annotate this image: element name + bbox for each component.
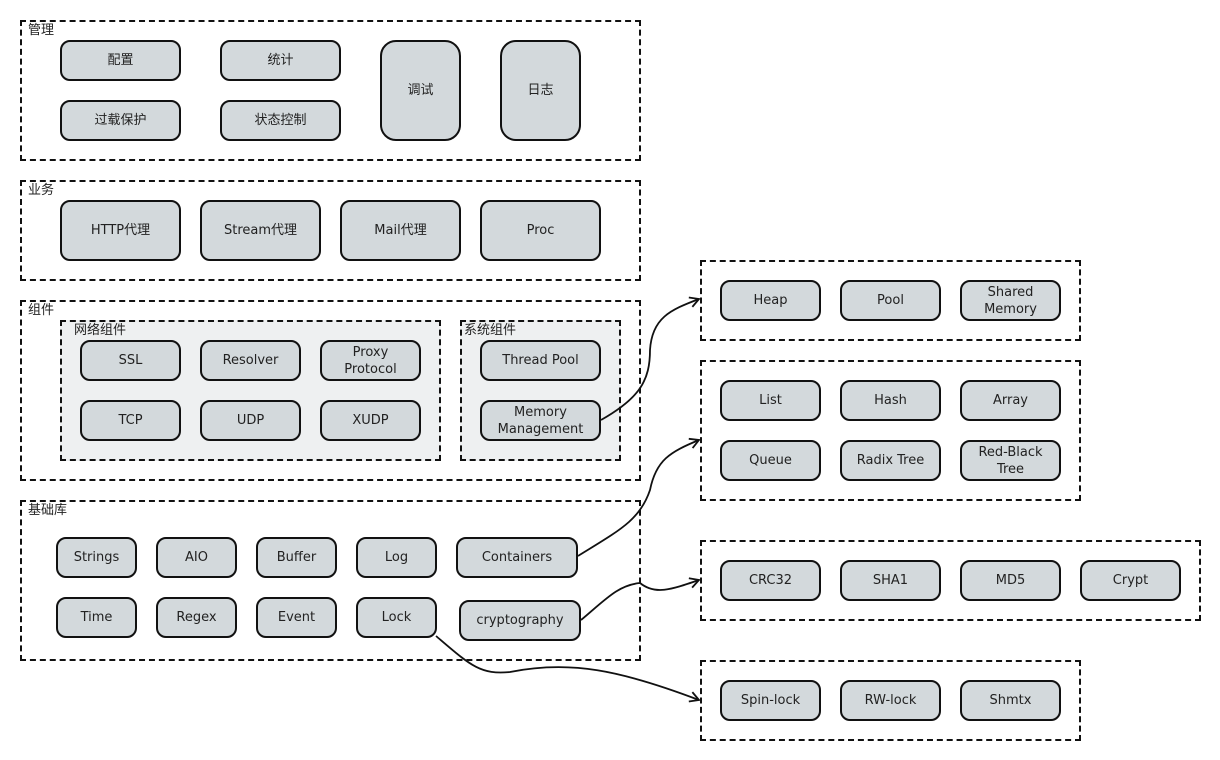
base-library-label: 基础库: [28, 503, 68, 518]
locks-group: [700, 660, 1081, 741]
proxy-protocol-box[interactable]: Proxy Protocol: [320, 340, 421, 381]
containers-group: [700, 360, 1081, 501]
memory-group: [700, 260, 1081, 341]
thread-pool-box[interactable]: Thread Pool: [480, 340, 601, 381]
business-group-label: 业务: [28, 183, 55, 198]
heap-box[interactable]: Heap: [720, 280, 821, 321]
http-proxy-box[interactable]: HTTP代理: [60, 200, 181, 261]
pool-box[interactable]: Pool: [840, 280, 941, 321]
sha1-box[interactable]: SHA1: [840, 560, 941, 601]
udp-box[interactable]: UDP: [200, 400, 301, 441]
management-group-label: 管理: [28, 23, 55, 38]
list-box[interactable]: List: [720, 380, 821, 421]
log-mgmt-box[interactable]: 日志: [500, 40, 581, 141]
components-group-label: 组件: [28, 303, 55, 318]
overload-protection-box[interactable]: 过载保护: [60, 100, 181, 141]
network-components-label: 网络组件: [74, 323, 127, 338]
shmtx-box[interactable]: Shmtx: [960, 680, 1061, 721]
red-black-tree-box[interactable]: Red-Black Tree: [960, 440, 1061, 481]
array-box[interactable]: Array: [960, 380, 1061, 421]
event-box[interactable]: Event: [256, 597, 337, 638]
business-group: 业务: [20, 180, 641, 281]
system-components-label: 系统组件: [464, 323, 517, 338]
strings-box[interactable]: Strings: [56, 537, 137, 578]
crypto-group: [700, 540, 1201, 621]
stream-proxy-box[interactable]: Stream代理: [200, 200, 321, 261]
stats-box[interactable]: 统计: [220, 40, 341, 81]
containers-box[interactable]: Containers: [456, 537, 578, 578]
resolver-box[interactable]: Resolver: [200, 340, 301, 381]
management-group: 管理: [20, 20, 641, 161]
queue-box[interactable]: Queue: [720, 440, 821, 481]
radix-tree-box[interactable]: Radix Tree: [840, 440, 941, 481]
tcp-box[interactable]: TCP: [80, 400, 181, 441]
proc-box[interactable]: Proc: [480, 200, 601, 261]
time-box[interactable]: Time: [56, 597, 137, 638]
cryptography-box[interactable]: cryptography: [459, 600, 581, 641]
lock-box[interactable]: Lock: [356, 597, 437, 638]
memory-management-box[interactable]: Memory Management: [480, 400, 601, 441]
state-control-box[interactable]: 状态控制: [220, 100, 341, 141]
hash-box[interactable]: Hash: [840, 380, 941, 421]
md5-box[interactable]: MD5: [960, 560, 1061, 601]
mail-proxy-box[interactable]: Mail代理: [340, 200, 461, 261]
buffer-box[interactable]: Buffer: [256, 537, 337, 578]
rw-lock-box[interactable]: RW-lock: [840, 680, 941, 721]
shared-memory-box[interactable]: Shared Memory: [960, 280, 1061, 321]
config-box[interactable]: 配置: [60, 40, 181, 81]
ssl-box[interactable]: SSL: [80, 340, 181, 381]
aio-box[interactable]: AIO: [156, 537, 237, 578]
crc32-box[interactable]: CRC32: [720, 560, 821, 601]
debug-box[interactable]: 调试: [380, 40, 461, 141]
regex-box[interactable]: Regex: [156, 597, 237, 638]
xudp-box[interactable]: XUDP: [320, 400, 421, 441]
crypt-box[interactable]: Crypt: [1080, 560, 1181, 601]
log-box[interactable]: Log: [356, 537, 437, 578]
spin-lock-box[interactable]: Spin-lock: [720, 680, 821, 721]
